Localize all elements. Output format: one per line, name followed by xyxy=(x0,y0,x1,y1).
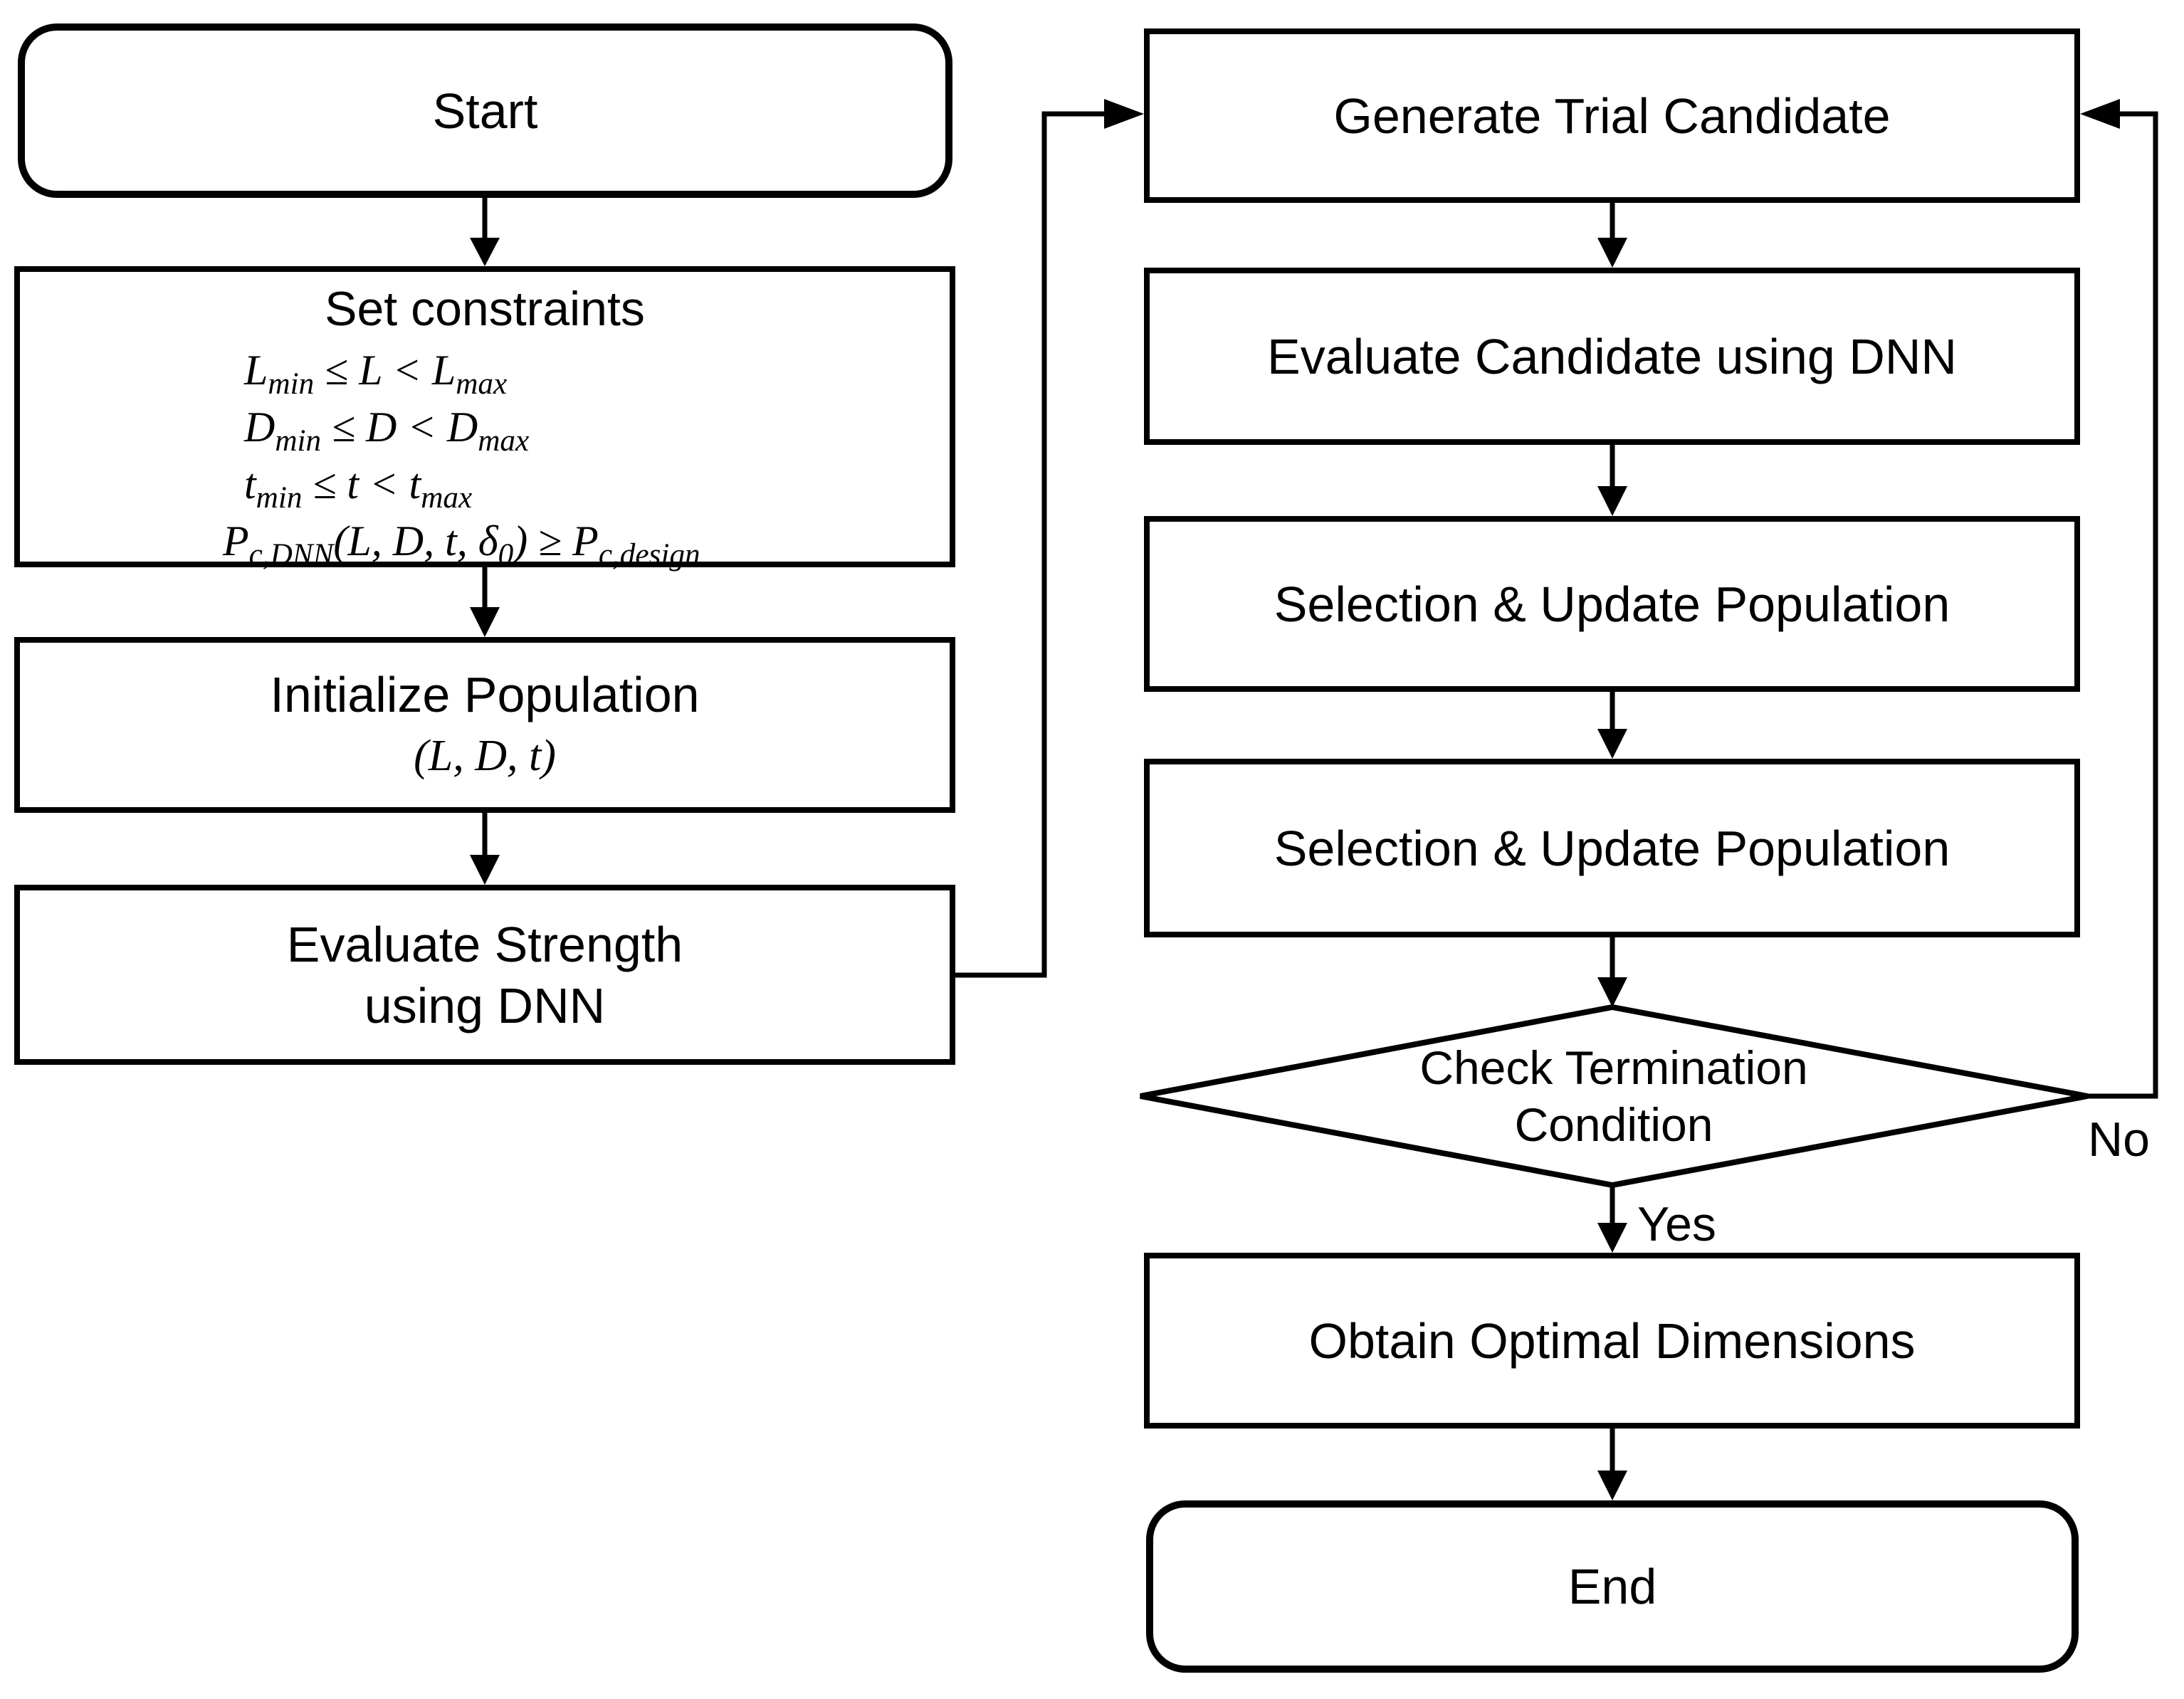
node-check-termination-line2: Condition xyxy=(1514,1098,1713,1151)
arrow-selection1-to-selection2 xyxy=(1597,692,1627,759)
node-start-label: Start xyxy=(432,83,538,139)
arrow-termination-yes-to-obtain xyxy=(1597,1185,1627,1253)
node-obtain-optimal-dimensions-label: Obtain Optimal Dimensions xyxy=(1308,1313,1916,1369)
arrow-termination-no-to-generate xyxy=(2080,99,2158,1099)
node-start: Start xyxy=(18,23,952,198)
node-obtain-optimal-dimensions: Obtain Optimal Dimensions xyxy=(1144,1253,2080,1429)
arrow-obtain-to-end xyxy=(1597,1429,1627,1500)
node-generate-trial-candidate: Generate Trial Candidate xyxy=(1144,28,2080,203)
node-set-constraints-title: Set constraints xyxy=(325,282,645,336)
node-check-termination: Check Termination Condition xyxy=(1138,1004,2090,1188)
constraint-equation-P: Pc,DNN(L, D, t, δ0) ≥ Pc,design xyxy=(223,517,700,572)
node-selection-update-1: Selection & Update Population xyxy=(1144,516,2080,692)
node-check-termination-line1: Check Termination xyxy=(1419,1041,1808,1094)
arrow-generate-to-evaluate-candidate xyxy=(1597,203,1627,268)
arrow-constraints-to-initialize xyxy=(470,567,500,637)
node-generate-trial-candidate-label: Generate Trial Candidate xyxy=(1333,88,1891,144)
node-evaluate-strength-line2: using DNN xyxy=(364,977,606,1033)
arrow-evaluate-strength-to-generate xyxy=(955,99,1144,978)
node-selection-update-2-label: Selection & Update Population xyxy=(1274,820,1951,876)
node-evaluate-candidate: Evaluate Candidate using DNN xyxy=(1144,268,2080,445)
node-selection-update-1-label: Selection & Update Population xyxy=(1274,576,1951,632)
node-evaluate-strength: Evaluate Strength using DNN xyxy=(14,885,955,1065)
node-initialize-population-label: Initialize Population xyxy=(270,666,700,722)
arrow-evaluate-candidate-to-selection1 xyxy=(1597,445,1627,516)
node-set-constraints: Set constraints Lmin ≤ L < Lmax Dmin ≤ D… xyxy=(14,266,955,572)
node-evaluate-strength-line1: Evaluate Strength xyxy=(286,916,683,972)
node-end-label: End xyxy=(1568,1559,1657,1614)
node-end: End xyxy=(1146,1500,2079,1673)
edge-label-no: No xyxy=(2088,1112,2150,1167)
constraint-equation-D: Dmin ≤ D < Dmax xyxy=(244,404,530,458)
node-evaluate-candidate-label: Evaluate Candidate using DNN xyxy=(1267,328,1957,384)
node-initialize-population: Initialize Population (L, D, t) xyxy=(14,637,955,813)
arrow-selection2-to-termination xyxy=(1597,937,1627,1007)
arrow-start-to-constraints xyxy=(470,198,500,266)
constraint-equations: Lmin ≤ L < Lmax Dmin ≤ D < Dmax tmin ≤ t… xyxy=(20,342,950,572)
node-selection-update-2: Selection & Update Population xyxy=(1144,759,2080,937)
node-initialize-population-variables: (L, D, t) xyxy=(414,731,556,780)
edge-label-yes: Yes xyxy=(1637,1197,1716,1251)
constraint-equation-L: Lmin ≤ L < Lmax xyxy=(244,347,508,401)
arrow-initialize-to-evaluate-strength xyxy=(470,813,500,885)
constraint-equation-t: tmin ≤ t < tmax xyxy=(244,461,473,515)
node-check-termination-label: Check Termination Condition xyxy=(1138,1004,2090,1188)
